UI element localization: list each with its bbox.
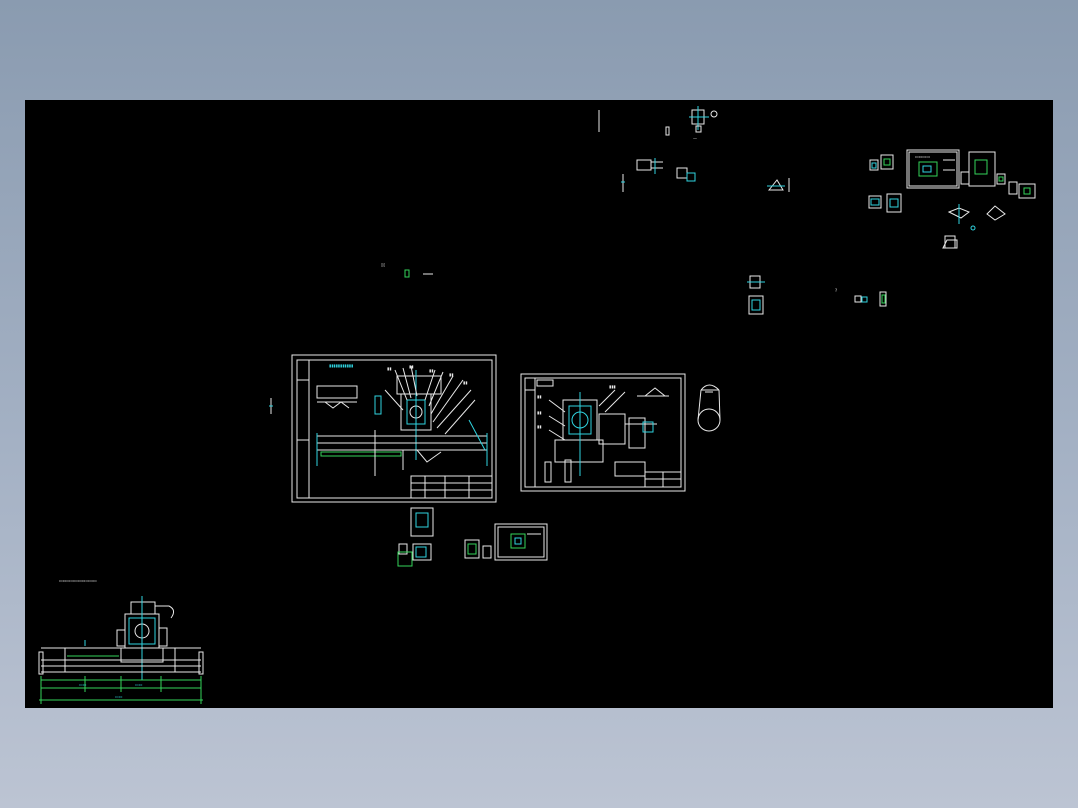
svg-text:▮▮▮: ▮▮▮ [609, 384, 616, 389]
part-cluster-top-center: — [665, 106, 718, 141]
thumbnail-sheets-bottom[interactable] [397, 507, 548, 567]
thumbnail-cluster-top-right: ▭▭▭▭ [868, 149, 1036, 213]
pipe-section[interactable] [697, 384, 721, 432]
machine-side-view[interactable]: ▭▭▭▭▭▭▭▭▭▭ ▭▭ ▭▭ ▭▭ [38, 578, 204, 704]
svg-text:▭▭: ▭▭ [115, 694, 123, 699]
svg-text:▮▮: ▮▮ [409, 364, 413, 369]
part-triangle-fitting [767, 178, 790, 192]
svg-text:?: ? [835, 288, 837, 293]
svg-text:▮▮: ▮▮ [463, 380, 467, 385]
svg-text:▮▮: ▮▮ [429, 368, 433, 373]
svg-text:▭▭: ▭▭ [135, 682, 143, 687]
svg-text:—: — [693, 136, 697, 141]
cad-viewport[interactable]: — ▯▯ ▭▭▭▭ [25, 100, 1053, 708]
svg-text:▯▯: ▯▯ [381, 262, 385, 267]
callout-leaders: ▮▮ ▮▮ ▮▮ ▮▮ ▮▮ [384, 364, 476, 435]
svg-text:▭▭: ▭▭ [79, 682, 87, 687]
small-text-left: ▯▯ [381, 262, 433, 278]
drawing-sheet-main[interactable]: ▮▮▮▮▮▮▮▮▮▮▮ ▮▮ ▮▮ ▮▮ ▮▮ ▮▮ [291, 354, 497, 503]
svg-text:▮▮▮▮▮▮▮▮▮▮▮: ▮▮▮▮▮▮▮▮▮▮▮ [329, 363, 353, 368]
part-three-way-fittings [942, 204, 1006, 249]
part-motor-small [621, 158, 696, 192]
svg-text:▮▮: ▮▮ [387, 366, 391, 371]
svg-text:▮▮: ▮▮ [537, 410, 541, 415]
parts-middle-right: ? [747, 275, 887, 315]
svg-text:▮▮: ▮▮ [537, 424, 541, 429]
svg-text:▮▮: ▮▮ [449, 372, 453, 377]
svg-text:▮▮: ▮▮ [537, 394, 541, 399]
drawing-sheet-secondary[interactable]: ▮▮▮ ▮▮ ▮▮ ▮▮ [520, 373, 686, 492]
svg-text:▭▭▭▭: ▭▭▭▭ [915, 154, 930, 159]
cad-drawing-canvas[interactable]: — ▯▯ ▭▭▭▭ [25, 100, 1053, 708]
svg-text:▭▭▭▭▭▭▭▭▭▭: ▭▭▭▭▭▭▭▭▭▭ [59, 578, 97, 583]
side-marker-left [269, 398, 273, 414]
